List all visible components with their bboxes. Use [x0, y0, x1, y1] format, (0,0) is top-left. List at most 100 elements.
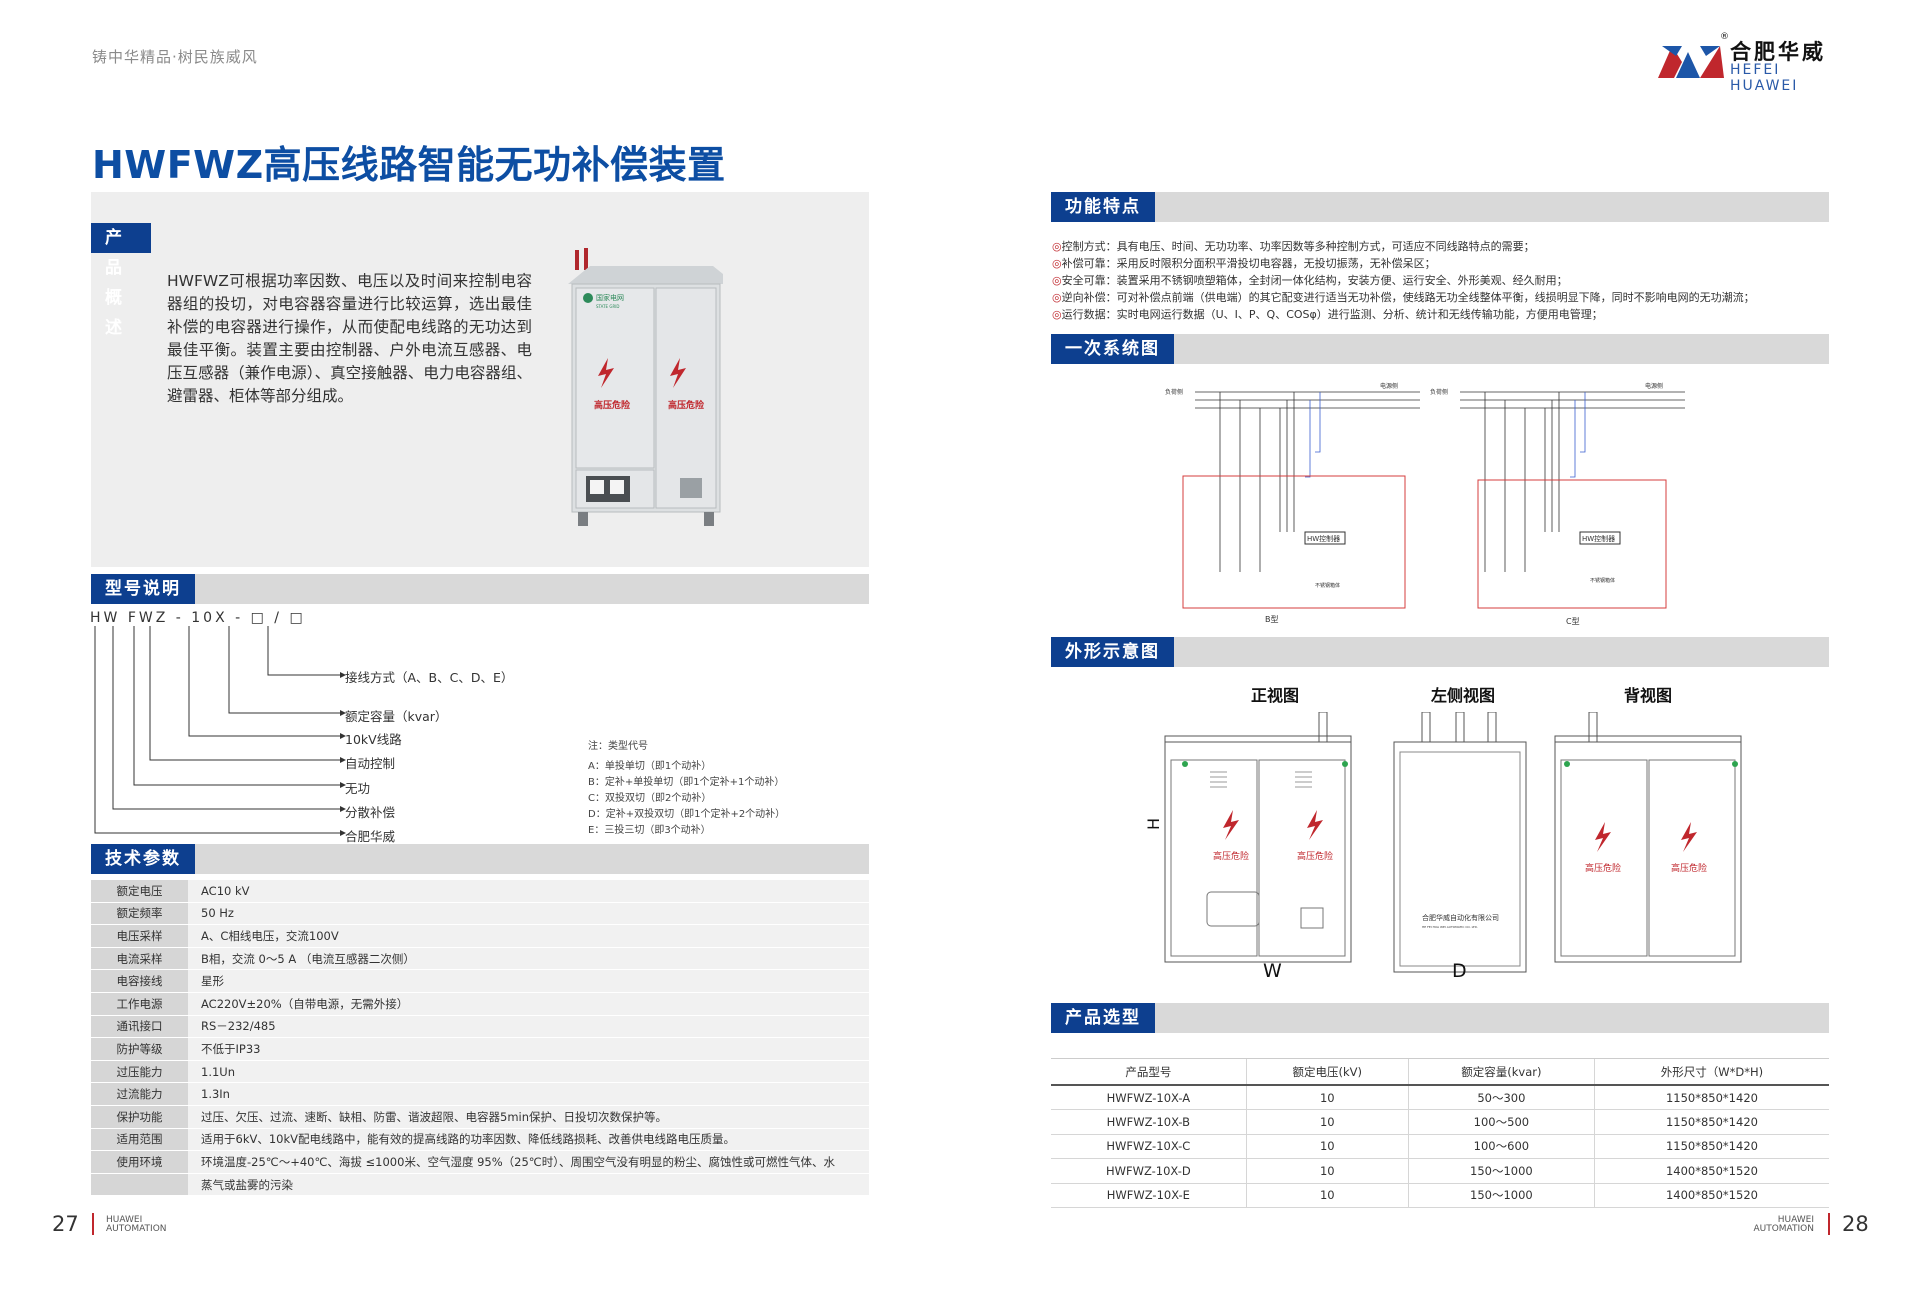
- lightning-icon: [1681, 822, 1697, 852]
- front-view-title: 正视图: [1251, 686, 1300, 705]
- footer-brand-left: HUAWEI AUTOMATION: [106, 1216, 167, 1234]
- logo-chinese-name: 合肥华威: [1730, 40, 1826, 64]
- load-side-label: 负荷侧: [1430, 388, 1448, 396]
- param-value: RS－232/485: [188, 1015, 869, 1039]
- logo-english-name: HEFEI HUAWEI: [1730, 62, 1799, 94]
- param-key: [91, 1173, 188, 1197]
- left-view-title: 左侧视图: [1431, 686, 1496, 705]
- param-value: B相，交流 0～5 A （电流互感器二次侧）: [188, 947, 869, 971]
- model-label-brand: 合肥华威: [345, 829, 396, 844]
- product-selection-table: 产品型号 额定电压(kV) 额定容量(kvar) 外形尺寸（W*D*H) HWF…: [1051, 1058, 1829, 1208]
- model-label-reactive: 无功: [345, 781, 371, 796]
- param-value: 1.3In: [188, 1082, 869, 1106]
- param-value: AC10 kV: [188, 880, 869, 903]
- system-tag: 一次系统图: [1051, 334, 1174, 364]
- selection-tag: 产品选型: [1051, 1003, 1155, 1033]
- page-title: HWFWZ高压线路智能无功补偿装置: [92, 143, 726, 187]
- param-key: 电压采样: [91, 924, 188, 948]
- table-row: 蒸气或盐雾的污染: [91, 1173, 869, 1197]
- lightning-icon: [598, 358, 614, 388]
- registered-mark: ®: [1720, 32, 1729, 42]
- param-key: 保护功能: [91, 1105, 188, 1129]
- param-key: 防护等级: [91, 1037, 188, 1061]
- tech-tag: 技术参数: [91, 844, 195, 874]
- overview-tag: 产品概述: [91, 223, 151, 338]
- controller-label: HW控制器: [1582, 534, 1615, 543]
- back-view-title: 背视图: [1624, 686, 1673, 705]
- model-label-wiring: 接线方式（A、B、C、D、E）: [345, 670, 514, 685]
- column-header: 产品型号: [1051, 1058, 1247, 1086]
- param-value: 环境温度-25℃～+40℃、海拔 ≤1000米、空气湿度 95%（25℃时）、周…: [188, 1150, 869, 1174]
- model-note-item: E：三投三切（即3个动补）: [588, 825, 711, 836]
- feature-item: ◎运行数据：实时电网运行数据（U、I、P、Q、COSφ）进行监测、分析、统计和无…: [1052, 308, 1603, 321]
- param-key: 过流能力: [91, 1082, 188, 1106]
- table-row: 保护功能过压、欠压、过流、速断、缺相、防雷、谐波超限、电容器5min保护、日投切…: [91, 1105, 869, 1129]
- c-type-caption: C型: [1566, 617, 1580, 626]
- features-tag: 功能特点: [1051, 192, 1155, 222]
- param-key: 使用环境: [91, 1150, 188, 1174]
- model-code: HW FWZ - 10X - □ / □: [90, 610, 306, 626]
- feature-bullet-icon: ◎: [1052, 257, 1062, 270]
- feature-bullet-icon: ◎: [1052, 274, 1062, 287]
- back-warning-right: 高压危险: [1671, 862, 1707, 874]
- page-number-right: 28: [1842, 1212, 1869, 1236]
- param-value: 1.1Un: [188, 1060, 869, 1084]
- lightning-icon: [1595, 822, 1611, 852]
- param-value: 过压、欠压、过流、速断、缺相、防雷、谐波超限、电容器5min保护、日投切次数保护…: [188, 1105, 869, 1129]
- front-warning-right: 高压危险: [1297, 850, 1333, 862]
- feature-item: ◎控制方式：具有电压、时间、无功功率、功率因数等多种控制方式，可适应不同线路特点…: [1052, 240, 1535, 253]
- table-row: 防护等级不低于IP33: [91, 1037, 869, 1061]
- width-label: W: [1263, 960, 1282, 982]
- param-value: 不低于IP33: [188, 1037, 869, 1061]
- footer-brand-line2: AUTOMATION: [106, 1224, 167, 1234]
- depth-label: D: [1452, 960, 1467, 982]
- overview-section-header: 产品概述: [91, 223, 151, 338]
- column-header: 额定容量(kvar): [1407, 1058, 1595, 1086]
- cabinet-brand-en: STATE GRID: [596, 304, 619, 309]
- column-header: 外形尺寸（W*D*H): [1593, 1058, 1829, 1086]
- overview-panel: [91, 192, 869, 567]
- controller-label: HW控制器: [1307, 534, 1340, 543]
- model-note-item: C：双投双切（即2个动补）: [588, 793, 712, 804]
- company-logo: 合肥华威 ® HEFEI HUAWEI: [1656, 32, 1836, 94]
- param-key: 通讯接口: [91, 1015, 188, 1039]
- param-value: 适用于6kV、10kV配电线路中，能有效的提高线路的功率因数、降低线路损耗、改善…: [188, 1128, 869, 1152]
- front-view-drawing: 高压危险 高压危险 H: [1145, 712, 1352, 963]
- lightning-icon: [1307, 810, 1323, 840]
- company-name: 合肥华威自动化有限公司: [1422, 913, 1499, 922]
- model-note-title: 注：类型代号: [588, 741, 648, 752]
- slogan: 铸中华精品·树民族威风: [92, 48, 258, 66]
- box-label: 不锈钢箱体: [1315, 582, 1340, 589]
- param-key: 额定频率: [91, 902, 188, 926]
- cabinet-photo: 国家电网 STATE GRID 高压危险 高压危险: [568, 248, 723, 526]
- footer-brand-line1: HUAWEI: [106, 1215, 143, 1225]
- page-divider-right: [1828, 1213, 1830, 1235]
- model-bracket-lines: [94, 626, 346, 836]
- model-label-line: 10kV线路: [345, 732, 402, 747]
- param-key: 过压能力: [91, 1060, 188, 1084]
- cabinet-warning-right: 高压危险: [668, 399, 705, 411]
- company-name-en: HE FEI HUA WEI AUTOMATIC CO. LTD.: [1422, 925, 1478, 929]
- param-key: 适用范围: [91, 1128, 188, 1152]
- model-section-header: 型号说明: [91, 574, 869, 604]
- b-type-caption: B型: [1265, 615, 1279, 624]
- load-side-label: 负荷侧: [1165, 388, 1183, 396]
- outline-tag: 外形示意图: [1051, 637, 1174, 667]
- feature-item: ◎补偿可靠：采用反时限积分面积平滑投切电容器，无投切振荡，无补偿呆区；: [1052, 257, 1436, 270]
- model-label-auto: 自动控制: [345, 756, 396, 771]
- feature-bullet-icon: ◎: [1052, 240, 1062, 253]
- system-section-header: 一次系统图: [1051, 334, 1829, 364]
- column-header: 额定电压(kV): [1245, 1058, 1409, 1086]
- logo-mark-icon: [1658, 46, 1724, 78]
- model-note-item: B：定补+单投单切（即1个定补+1个动补）: [588, 777, 785, 788]
- footer-brand-line2: AUTOMATION: [1753, 1224, 1814, 1234]
- param-value: AC220V±20%（自带电源，无需外接）: [188, 992, 869, 1016]
